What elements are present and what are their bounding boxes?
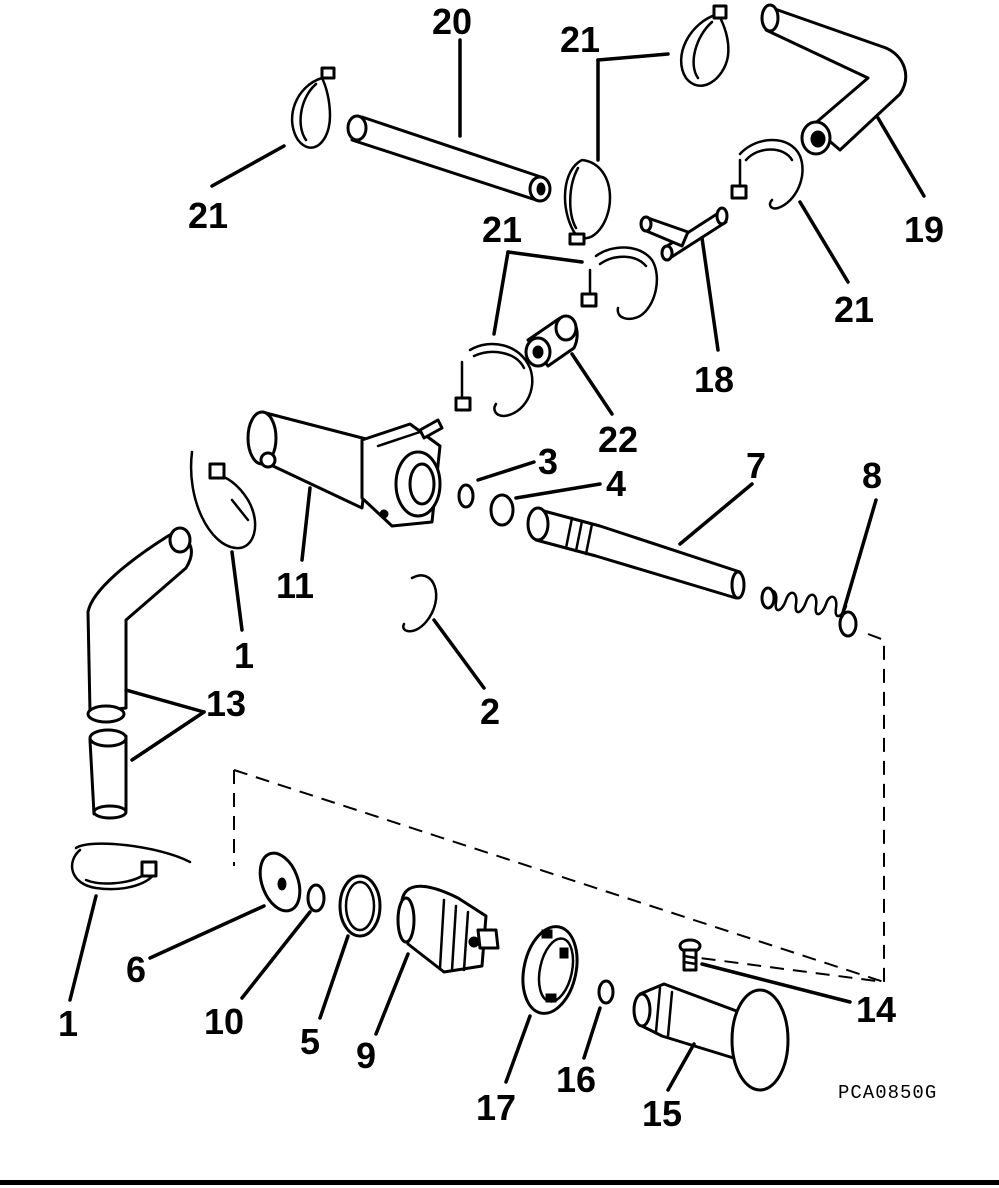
part-10-o-ring [306,883,326,913]
callout-17: 17 [476,1087,516,1128]
part-13-hose-lower [88,728,128,820]
part-16-o-ring [597,979,615,1005]
callout-14: 14 [856,989,896,1030]
callout-15: 15 [642,1093,682,1134]
part-7-plunger [526,506,746,600]
callout-3: 3 [538,441,558,482]
part-19-bent-hose [760,3,908,156]
callout-20: 20 [432,1,472,42]
callout-8: 8 [862,455,882,496]
part-21-clamp-center-top [563,158,612,246]
callout-19: 19 [904,209,944,250]
part-17-slotted-cup [521,925,579,1015]
part-1-clamp-upper [189,450,257,550]
part-11-valve-housing [246,410,444,528]
callout-labels: 20 21 21 21 21 19 18 22 3 4 7 8 11 1 13 … [58,1,944,1134]
callout-22: 22 [598,419,638,460]
diagram-code: PCA0850G [838,1082,937,1104]
callout-21: 21 [834,289,874,330]
part-13-hose-upper [86,526,193,724]
part-6-washer [258,851,302,913]
callout-2: 2 [480,691,500,732]
part-2-retaining-clip [402,574,438,633]
part-21-clamp-lower [454,342,534,418]
part-9-threaded-fitting [396,884,500,974]
part-15-knob [632,982,790,1092]
part-3-o-ring [457,483,475,509]
bottom-rule [0,1180,999,1185]
callout-6: 6 [126,949,146,990]
leader-lines [68,38,926,1092]
callout-7: 7 [746,445,766,486]
callout-16: 16 [556,1059,596,1100]
callout-13: 13 [206,683,246,724]
part-21-clamp-right [730,138,804,210]
callout-5: 5 [300,1021,320,1062]
callout-1: 1 [58,1003,78,1044]
part-18-tee-fitting [639,206,729,262]
part-21-clamp-top-right [680,4,730,87]
part-1-clamp-lower [70,842,192,891]
part-4-o-ring [489,493,515,527]
part-21-clamp-center [580,246,659,320]
part-21-clamp-left [290,66,336,149]
callout-9: 9 [356,1035,376,1076]
callout-1: 1 [234,635,254,676]
part-22-sleeve [524,314,579,368]
callout-21: 21 [188,195,228,236]
part-5-o-ring [338,874,382,938]
part-8-spring [760,586,858,638]
callout-21: 21 [482,209,522,250]
part-20-hose [346,114,552,203]
callout-4: 4 [606,463,626,504]
callout-11: 11 [276,565,314,606]
callout-10: 10 [204,1001,244,1042]
part-14-screw [678,938,702,972]
callout-21: 21 [560,19,600,60]
callout-18: 18 [694,359,734,400]
dashed-alignment-lines [233,633,885,984]
